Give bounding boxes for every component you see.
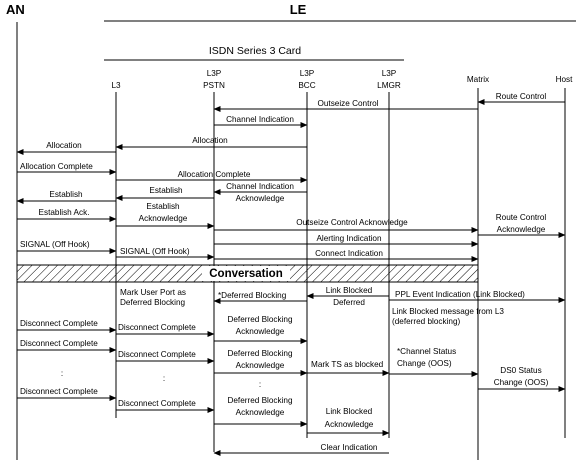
label-ellipsis-an: :: [61, 369, 63, 378]
label-route-control-ack-l1: Route Control: [496, 213, 547, 222]
label-channel-indication-ack-l2: Acknowledge: [236, 194, 285, 203]
label-route-control-ack-l2: Acknowledge: [497, 225, 546, 234]
label-disconnect-complete-le-2: Disconnect Complete: [118, 350, 196, 359]
label-disconnect-complete-an-2: Disconnect Complete: [20, 339, 98, 348]
label-signal-off-hook-le: SIGNAL (Off Hook): [120, 247, 190, 256]
label-ds0-status-change-l1: DS0 Status: [500, 366, 541, 375]
conversation-label: Conversation: [209, 268, 283, 280]
col-lmgr-l2: LMGR: [377, 81, 401, 90]
label-mark-user-port-l1: Mark User Port as: [120, 288, 186, 297]
label-signal-off-hook-an: SIGNAL (Off Hook): [20, 240, 90, 249]
col-matrix: Matrix: [467, 75, 489, 84]
label-deferred-blocking-ack-2-l1: Deferred Blocking: [227, 349, 293, 358]
conversation-label-bg: [202, 266, 290, 281]
col-host: Host: [556, 75, 574, 84]
col-bcc-l1: L3P: [300, 69, 315, 78]
label-channel-status-change-l2: Change (OOS): [397, 359, 452, 368]
label-establish-an: Establish: [49, 190, 83, 199]
label-disconnect-complete-an-1: Disconnect Complete: [20, 319, 98, 328]
label-ellipsis-l3: :: [163, 374, 165, 383]
label-deferred-blocking-ack-1-l1: Deferred Blocking: [227, 315, 293, 324]
label-establish-ack-an: Establish Ack.: [39, 208, 90, 217]
label-deferred-blocking-ack-3-l2: Acknowledge: [236, 408, 285, 417]
col-pstn-l1: L3P: [207, 69, 222, 78]
col-lmgr-l1: L3P: [382, 69, 397, 78]
label-allocation-le: Allocation: [192, 136, 228, 145]
label-mark-user-port-l2: Deferred Blocking: [120, 298, 186, 307]
label-disconnect-complete-le-3: Disconnect Complete: [118, 399, 196, 408]
label-link-blocked-ack-l1: Link Blocked: [326, 407, 373, 416]
label-alerting-indication: Alerting Indication: [316, 234, 382, 243]
label-link-blocked-deferred-l1: Link Blocked: [326, 286, 373, 295]
label-link-blocked-message-l1: Link Blocked message from L3: [392, 307, 504, 316]
label-route-control: Route Control: [496, 92, 547, 101]
label-deferred-blocking-ack-1-l2: Acknowledge: [236, 327, 285, 336]
label-clear-indication: Clear Indication: [321, 443, 378, 452]
label-disconnect-complete-an-3: Disconnect Complete: [20, 387, 98, 396]
label-ds0-status-change-l2: Change (OOS): [494, 378, 549, 387]
label-ellipsis-pstn: :: [259, 380, 261, 389]
label-link-blocked-deferred-l2: Deferred: [333, 298, 365, 307]
label-mark-ts-blocked: Mark TS as blocked: [311, 360, 384, 369]
arrows: [16, 99, 566, 456]
label-channel-indication-ack-l1: Channel Indication: [226, 182, 294, 191]
label-channel-indication-1: Channel Indication: [226, 115, 294, 124]
col-l3: L3: [111, 81, 121, 90]
label-connect-indication: Connect Indication: [315, 249, 383, 258]
label-allocation-complete-an: Allocation Complete: [20, 162, 93, 171]
label-allocation-complete-le: Allocation Complete: [178, 170, 251, 179]
label-link-blocked-message-l2: (deferred blocking): [392, 317, 461, 326]
label-establish-ack-le-l1: Establish: [146, 202, 180, 211]
lifelines: [16, 22, 566, 460]
le-label: LE: [290, 2, 307, 17]
label-outseize-control-ack: Outseize Control Acknowledge: [296, 218, 408, 227]
label-deferred-blocking: *Deferred Blocking: [218, 291, 287, 300]
col-bcc-l2: BCC: [298, 81, 315, 90]
label-deferred-blocking-ack-2-l2: Acknowledge: [236, 361, 285, 370]
label-establish-le: Establish: [149, 186, 183, 195]
label-establish-ack-le-l2: Acknowledge: [139, 214, 188, 223]
label-outseize-control: Outseize Control: [318, 99, 379, 108]
labels: Route Control Outseize Control Channel I…: [20, 92, 549, 452]
label-channel-status-change-l1: *Channel Status: [397, 347, 456, 356]
label-link-blocked-ack-l2: Acknowledge: [325, 420, 374, 429]
label-deferred-blocking-ack-3-l1: Deferred Blocking: [227, 396, 293, 405]
label-allocation-an: Allocation: [46, 141, 82, 150]
an-label: AN: [6, 2, 25, 17]
label-ppl-event-indication: PPL Event Indication (Link Blocked): [395, 290, 525, 299]
col-pstn-l2: PSTN: [203, 81, 225, 90]
label-disconnect-complete-le-1: Disconnect Complete: [118, 323, 196, 332]
card-label: ISDN Series 3 Card: [209, 45, 301, 57]
